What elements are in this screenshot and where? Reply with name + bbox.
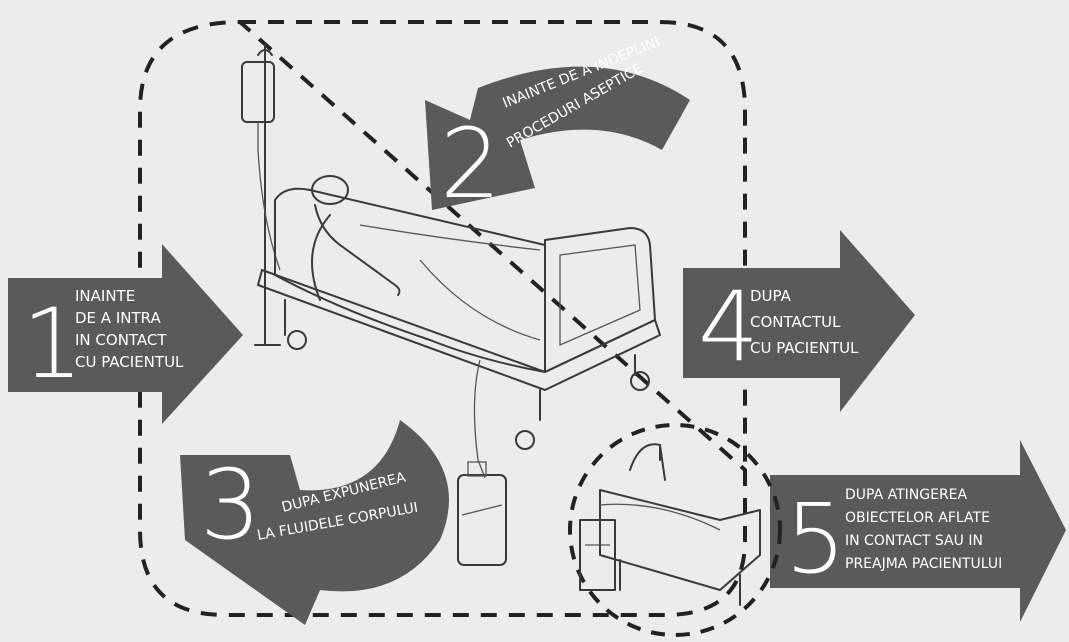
- moment-1-number: 1: [22, 288, 83, 400]
- moment-3-arrow: 3 DUPA EXPUNEREA LA FLUIDELE CORPULUI: [180, 420, 449, 625]
- moment-1-line-2: DE A INTRA: [75, 309, 161, 327]
- moment-5-line-1: DUPA ATINGEREA: [845, 487, 968, 503]
- moment-5-number: 5: [785, 483, 846, 595]
- empty-bed-illustration: [580, 444, 760, 605]
- moment-4-line-3: CU PACIENTUL: [750, 339, 859, 357]
- moment-1-line-3: IN CONTACT: [75, 331, 167, 349]
- moment-4-arrow: 4 DUPA CONTACTUL CU PACIENTUL: [683, 230, 915, 412]
- urine-bag-icon: [458, 462, 506, 565]
- moment-2-arrow: 2 INAINTE DE A INDEPLINI PROCEDURI ASEPT…: [425, 34, 690, 220]
- iv-bag-icon: [242, 45, 280, 345]
- moment-4-line-2: CONTACTUL: [750, 313, 841, 331]
- moment-2-number: 2: [440, 108, 501, 220]
- moment-5-line-4: PREAJMA PACIENTULUI: [845, 556, 1002, 572]
- patient-surroundings-circle: [570, 425, 780, 635]
- moment-3-number: 3: [200, 449, 261, 561]
- moment-4-line-1: DUPA: [750, 287, 792, 305]
- moment-5-line-3: IN CONTACT SAU IN: [845, 533, 983, 549]
- moment-5-line-2: OBIECTELOR AFLATE: [845, 510, 990, 526]
- moment-1-line-4: CU PACIENTUL: [75, 353, 184, 371]
- moment-5-arrow: 5 DUPA ATINGEREA OBIECTELOR AFLATE IN CO…: [770, 440, 1066, 622]
- moment-1-arrow: 1 INAINTE DE A INTRA IN CONTACT CU PACIE…: [8, 244, 243, 424]
- moment-1-line-1: INAINTE: [75, 287, 135, 305]
